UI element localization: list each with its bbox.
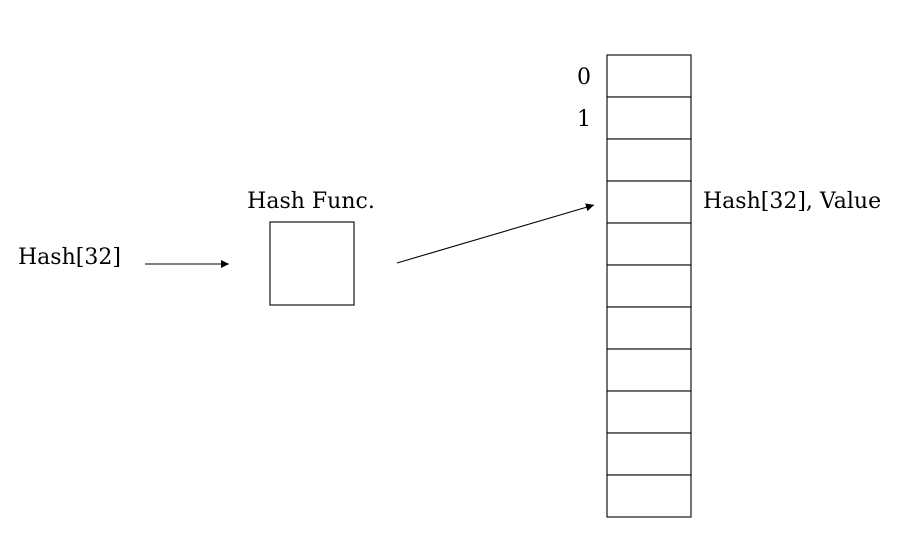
input-label: Hash[32] [18, 245, 121, 270]
table-slot-9 [606, 432, 692, 476]
table-slot-10 [606, 474, 692, 518]
table-slot-0 [606, 54, 692, 98]
table-slot-7 [606, 348, 692, 392]
table-slot-8 [606, 390, 692, 434]
index-label-0: 0 [577, 65, 591, 90]
table-slot-6 [606, 306, 692, 350]
table-slot-1 [606, 96, 692, 140]
table-slot-5 [606, 264, 692, 308]
table-slot-2 [606, 138, 692, 182]
hash-to-slot-arrow [396, 203, 595, 264]
hash-function-box [269, 221, 355, 306]
table-slot-3 [606, 180, 692, 224]
slot-entry-label: Hash[32], Value [703, 189, 881, 214]
index-label-1: 1 [577, 107, 591, 132]
hash-table [606, 54, 692, 518]
table-slot-4 [606, 222, 692, 266]
hash-function-label: Hash Func. [247, 189, 375, 214]
